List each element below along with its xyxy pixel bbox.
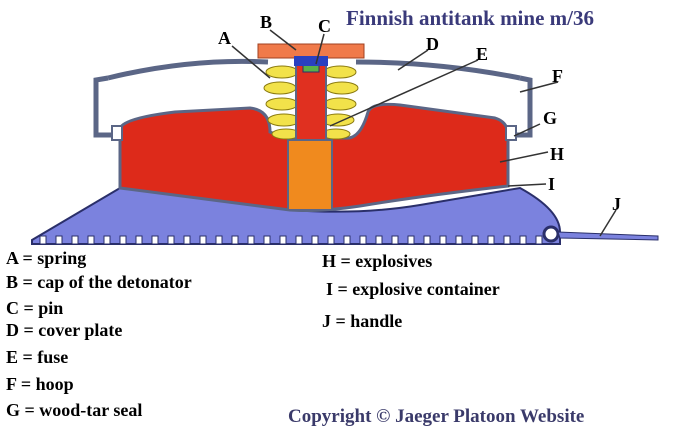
hoop-right [506, 75, 533, 138]
handle [542, 225, 659, 243]
legend-item-c: C = pin [6, 298, 64, 318]
legend-item-d: D = cover plate [6, 320, 123, 340]
callout-g: G [543, 108, 557, 128]
pin-shaft [295, 59, 327, 141]
base-ribs [39, 235, 543, 245]
legend-item-a: A = spring [6, 248, 87, 268]
callout-e: E [476, 44, 488, 64]
legend-item-h: H = explosives [322, 251, 433, 271]
fuse-body [287, 139, 333, 211]
legend-item-b: B = cap of the detonator [6, 272, 192, 292]
callout-a: A [218, 28, 231, 48]
callout-b: B [260, 12, 272, 32]
callout-i: I [548, 174, 555, 194]
callout-d: D [426, 34, 439, 54]
callout-f: F [552, 66, 563, 86]
legend-item-i: I = explosive container [326, 279, 500, 299]
legend-item-e: E = fuse [6, 347, 69, 367]
legend-item-g: G = wood-tar seal [6, 400, 143, 420]
spring [263, 65, 359, 140]
legend-item-f: F = hoop [6, 374, 74, 394]
callout-h: H [550, 144, 564, 164]
legend-item-j: J = handle [322, 311, 403, 331]
leader-lines [231, 29, 617, 237]
callout-j: J [612, 194, 621, 214]
callout-c: C [318, 16, 331, 36]
hoop-left [93, 75, 122, 138]
detonator-cap-inner [294, 56, 328, 66]
diagram-title: Finnish antitank mine m/36 [346, 6, 594, 30]
wood-tar-seal [111, 125, 517, 141]
detonator-cap [257, 43, 365, 59]
copyright-notice: Copyright © Jaeger Platoon Website [288, 406, 585, 427]
